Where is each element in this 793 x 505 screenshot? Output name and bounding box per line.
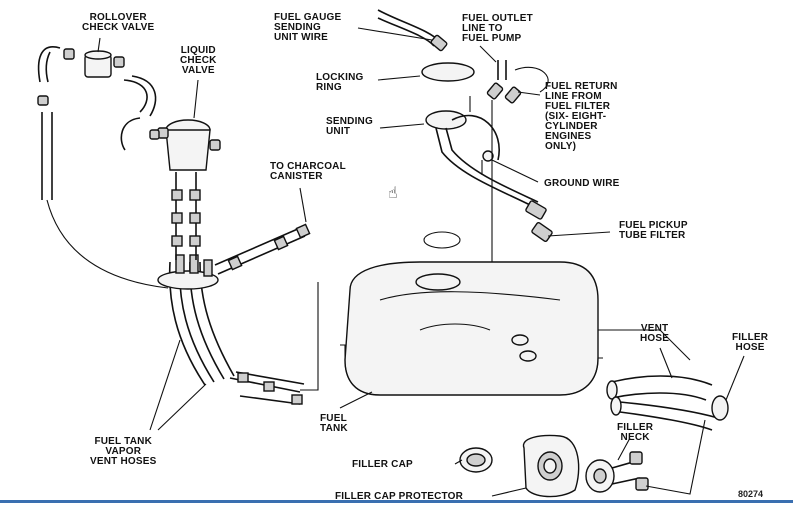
label-fuel-tank: FUEL TANK [320,413,348,434]
label-filler-neck: FILLER NECK [617,422,654,443]
label-vent-hose: VENT HOSE [640,323,670,344]
charcoal-canister-line [214,223,311,275]
fuel-gauge-wire [377,9,448,52]
filler-neck [585,419,706,495]
label-sending-unit: SENDING UNIT [326,116,373,137]
filler-cap-protector [522,434,580,498]
bottom-rule [0,500,793,503]
label-fuel-outlet-line: FUEL OUTLET LINE TO FUEL PUMP [462,13,533,44]
label-liquid-check-valve: LIQUID CHECK VALVE [180,45,217,76]
lower-vent-connectors [229,282,319,405]
label-locking-ring: LOCKING RING [316,72,364,93]
leader-lines [97,27,745,497]
label-fuel-pickup-tube-filter: FUEL PICKUP TUBE FILTER [619,220,688,241]
label-filler-cap: FILLER CAP [352,459,413,470]
label-to-charcoal-canister: TO CHARCOAL CANISTER [270,161,346,182]
liquid-check-valve [120,117,221,260]
outlet-return-lines [486,60,549,262]
label-rollover-check-valve: ROLLOVER CHECK VALVE [82,12,155,33]
label-fuel-return-line: FUEL RETURN LINE FROM FUEL FILTER (SIX- … [545,81,618,152]
fuel-tank-body [340,231,603,396]
label-filler-cap-protector: FILLER CAP PROTECTOR [335,491,464,502]
label-fuel-gauge-sending-unit-wire: FUEL GAUGE SENDING UNIT WIRE [274,12,342,43]
label-filler-hose: FILLER HOSE [732,332,769,353]
fuel-tank-vapor-vent-hoses [157,254,235,386]
rollover-check-valve [37,46,169,289]
label-fuel-tank-vapor-vent-hoses: FUEL TANK VAPOR VENT HOSES [90,436,157,467]
hand-pointer-icon: ☝ [388,183,398,202]
filler-cap [459,447,493,473]
sending-unit [421,62,553,242]
filler-and-vent-hoses [598,329,729,431]
label-ground-wire: GROUND WIRE [544,178,620,189]
figure-number: 80274 [738,489,764,499]
